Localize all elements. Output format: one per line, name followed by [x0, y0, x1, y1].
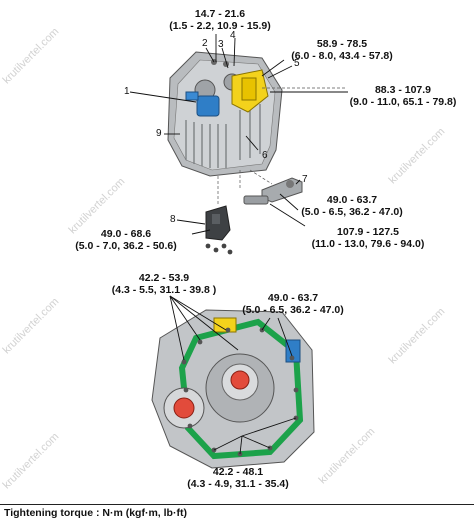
- torque-bracket-line1: 58.9 - 78.5: [316, 38, 368, 50]
- torque-mount-nut: 107.9 - 127.5 (11.0 - 13.0, 79.6 - 94.0): [302, 226, 434, 250]
- torque-left-bracket-line1: 49.0 - 68.6: [100, 228, 152, 240]
- torque-bracket: 58.9 - 78.5 (6.0 - 8.0, 43.4 - 57.8): [286, 38, 398, 62]
- callout-8: 8: [170, 214, 176, 225]
- callout-5: 5: [294, 58, 300, 69]
- torque-left-bracket-line2: (5.0 - 7.0, 36.2 - 50.6): [75, 240, 177, 252]
- callout-4: 4: [230, 30, 236, 41]
- torque-lower-bottom: 42.2 - 48.1 (4.3 - 4.9, 31.1 - 35.4): [176, 466, 300, 490]
- torque-left-bracket: 49.0 - 68.6 (5.0 - 7.0, 36.2 - 50.6): [64, 228, 188, 252]
- torque-mount-bolt-line2: (5.0 - 6.5, 36.2 - 47.0): [301, 206, 403, 218]
- torque-lower-bottom-line2: (4.3 - 4.9, 31.1 - 35.4): [187, 478, 289, 490]
- tightening-torque-note: Tightening torque : N·m (kgf·m, lb·ft): [4, 507, 187, 519]
- torque-top-line1: 14.7 - 21.6: [194, 8, 246, 20]
- callout-1: 1: [124, 86, 130, 97]
- torque-top: 14.7 - 21.6 (1.5 - 2.2, 10.9 - 15.9): [160, 8, 280, 32]
- torque-top-line2: (1.5 - 2.2, 10.9 - 15.9): [169, 20, 271, 32]
- torque-lower-right: 49.0 - 63.7 (5.0 - 6.5, 36.2 - 47.0): [232, 292, 354, 316]
- torque-lower-bottom-line1: 42.2 - 48.1: [212, 466, 264, 478]
- torque-lower-left-line2: (4.3 - 5.5, 31.1 - 39.8 ): [111, 284, 217, 296]
- callout-6: 6: [262, 150, 268, 161]
- torque-right-bolt-line2: (9.0 - 11.0, 65.1 - 79.8): [349, 96, 457, 108]
- footer-divider: [0, 504, 474, 505]
- torque-lower-left: 42.2 - 53.9 (4.3 - 5.5, 31.1 - 39.8 ): [106, 272, 222, 296]
- footer: Tightening torque : N·m (kgf·m, lb·ft): [0, 504, 474, 521]
- torque-mount-nut-line2: (11.0 - 13.0, 79.6 - 94.0): [311, 238, 425, 250]
- torque-mount-nut-line1: 107.9 - 127.5: [337, 226, 399, 238]
- torque-right-bolt: 88.3 - 107.9 (9.0 - 11.0, 65.1 - 79.8): [338, 84, 468, 108]
- callout-7: 7: [302, 174, 308, 185]
- torque-lower-left-line1: 42.2 - 53.9: [138, 272, 190, 284]
- torque-lower-right-line1: 49.0 - 63.7: [267, 292, 319, 304]
- torque-bracket-line2: (6.0 - 8.0, 43.4 - 57.8): [291, 50, 393, 62]
- torque-mount-bolt: 49.0 - 63.7 (5.0 - 6.5, 36.2 - 47.0): [290, 194, 414, 218]
- torque-lower-right-line2: (5.0 - 6.5, 36.2 - 47.0): [242, 304, 344, 316]
- callout-9: 9: [156, 128, 162, 139]
- torque-mount-bolt-line1: 49.0 - 63.7: [326, 194, 378, 206]
- callout-3: 3: [218, 39, 224, 50]
- torque-right-bolt-line1: 88.3 - 107.9: [374, 84, 432, 96]
- callout-2: 2: [202, 38, 208, 49]
